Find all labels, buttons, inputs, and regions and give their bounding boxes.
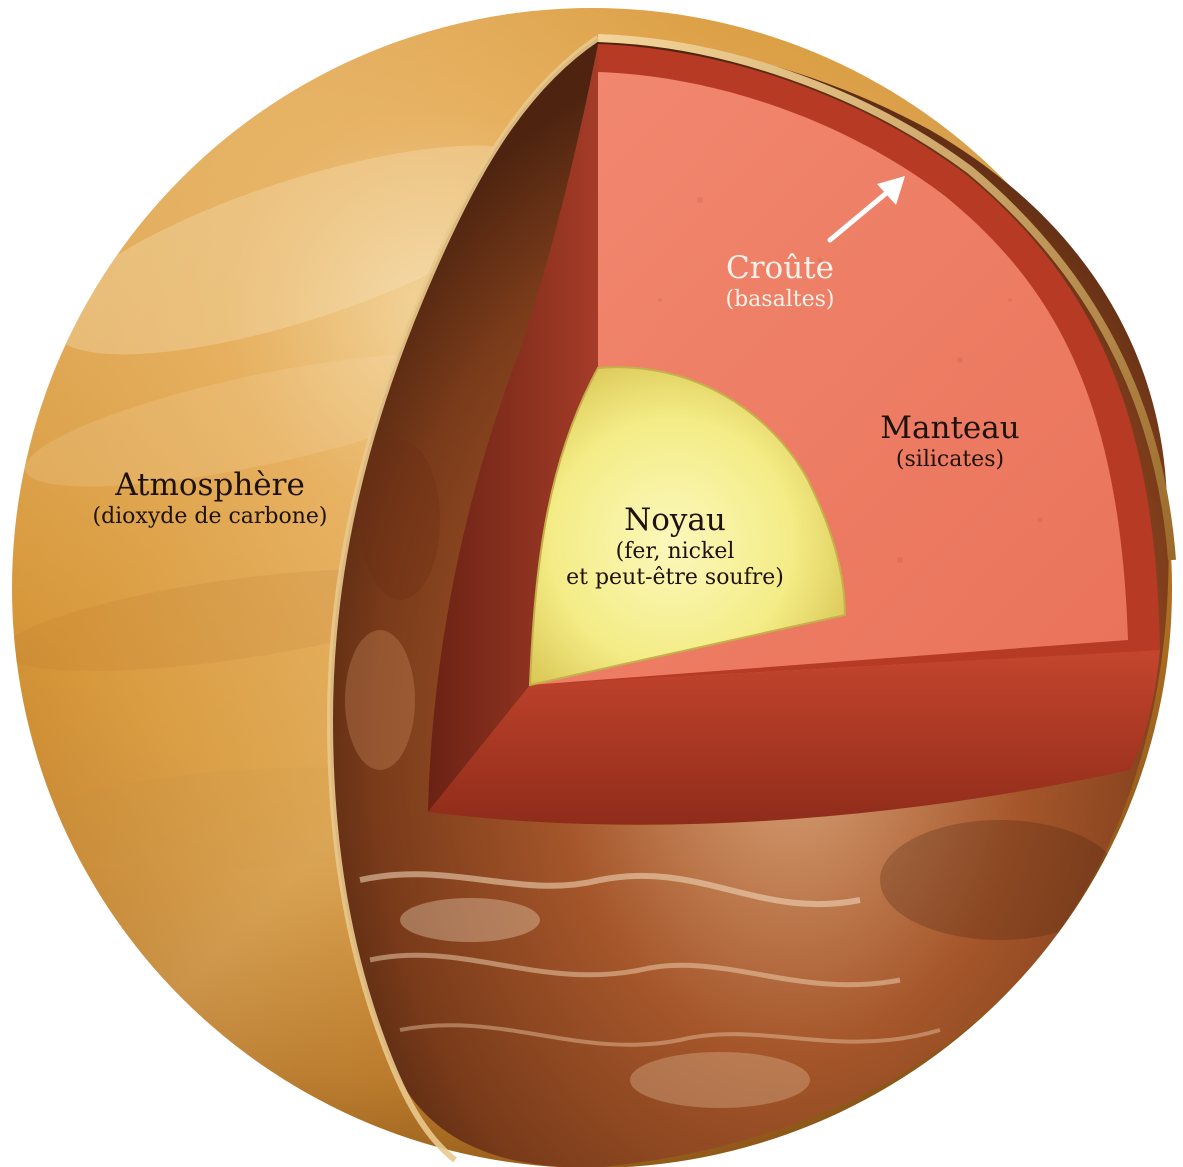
- core-name: Noyau: [545, 502, 805, 539]
- crust-composition: (basaltes): [705, 287, 855, 313]
- atmosphere-name: Atmosphère: [80, 467, 340, 504]
- atmosphere-composition: (dioxyde de carbone): [80, 504, 340, 530]
- mantle-composition: (silicates): [870, 447, 1030, 473]
- mantle-label: Manteau (silicates): [870, 410, 1030, 473]
- core-composition-line2: et peut-être soufre): [545, 565, 805, 591]
- core-label: Noyau (fer, nickel et peut-être soufre): [545, 502, 805, 590]
- crust-label: Croûte (basaltes): [705, 250, 855, 313]
- mantle-name: Manteau: [870, 410, 1030, 447]
- crust-name: Croûte: [705, 250, 855, 287]
- atmosphere-label: Atmosphère (dioxyde de carbone): [80, 467, 340, 530]
- core-composition-line1: (fer, nickel: [545, 539, 805, 565]
